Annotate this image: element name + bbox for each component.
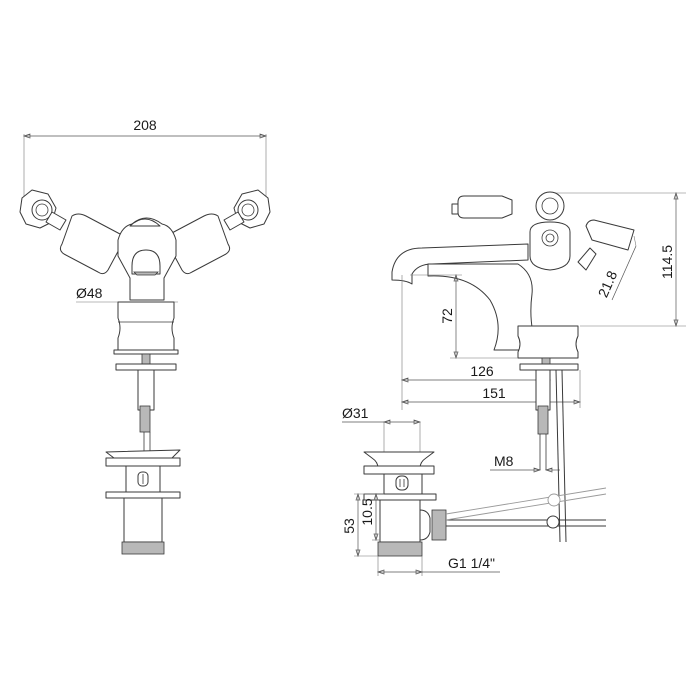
neck-diameter-label: Ø48 (76, 285, 103, 301)
thread-dimension: M8 (490, 453, 560, 473)
lever-label: 21.8 (595, 268, 621, 300)
lever-handle (451, 191, 571, 271)
front-waste (105, 449, 181, 555)
spout-height-label: 72 (439, 308, 455, 324)
height-label: 114.5 (659, 245, 675, 279)
right-handle (165, 189, 271, 275)
spout (391, 243, 529, 285)
waste-view: Ø31 53 10.5 (341, 405, 607, 576)
width-dimension: 208 (22, 117, 268, 210)
waste-thread-label: G1 1/4" (448, 555, 495, 571)
overall-height-label: 53 (341, 518, 357, 534)
popup-knob: 21.8 (577, 219, 637, 301)
spout-height-dimension: 72 (410, 273, 518, 360)
plug-diameter-dimension: Ø31 (342, 405, 422, 455)
front-body: Ø48 (76, 217, 179, 452)
overall-depth-label: 151 (482, 385, 506, 401)
front-view: 208 Ø48 (19, 117, 271, 555)
height-dimension: 114.5 (552, 191, 686, 328)
waste-thread-dimension: G1 1/4" (376, 555, 500, 576)
spout-reach-label: 126 (470, 363, 494, 379)
flange-height-dimension: 10.5 (359, 492, 380, 542)
left-handle (19, 189, 125, 275)
width-label: 208 (133, 117, 157, 133)
overall-height-dimension: 53 (341, 492, 384, 558)
flange-height-label: 10.5 (359, 498, 375, 525)
side-view: 114.5 21.8 (391, 191, 686, 543)
plug-diameter-label: Ø31 (342, 405, 369, 421)
thread-label: M8 (494, 453, 514, 469)
